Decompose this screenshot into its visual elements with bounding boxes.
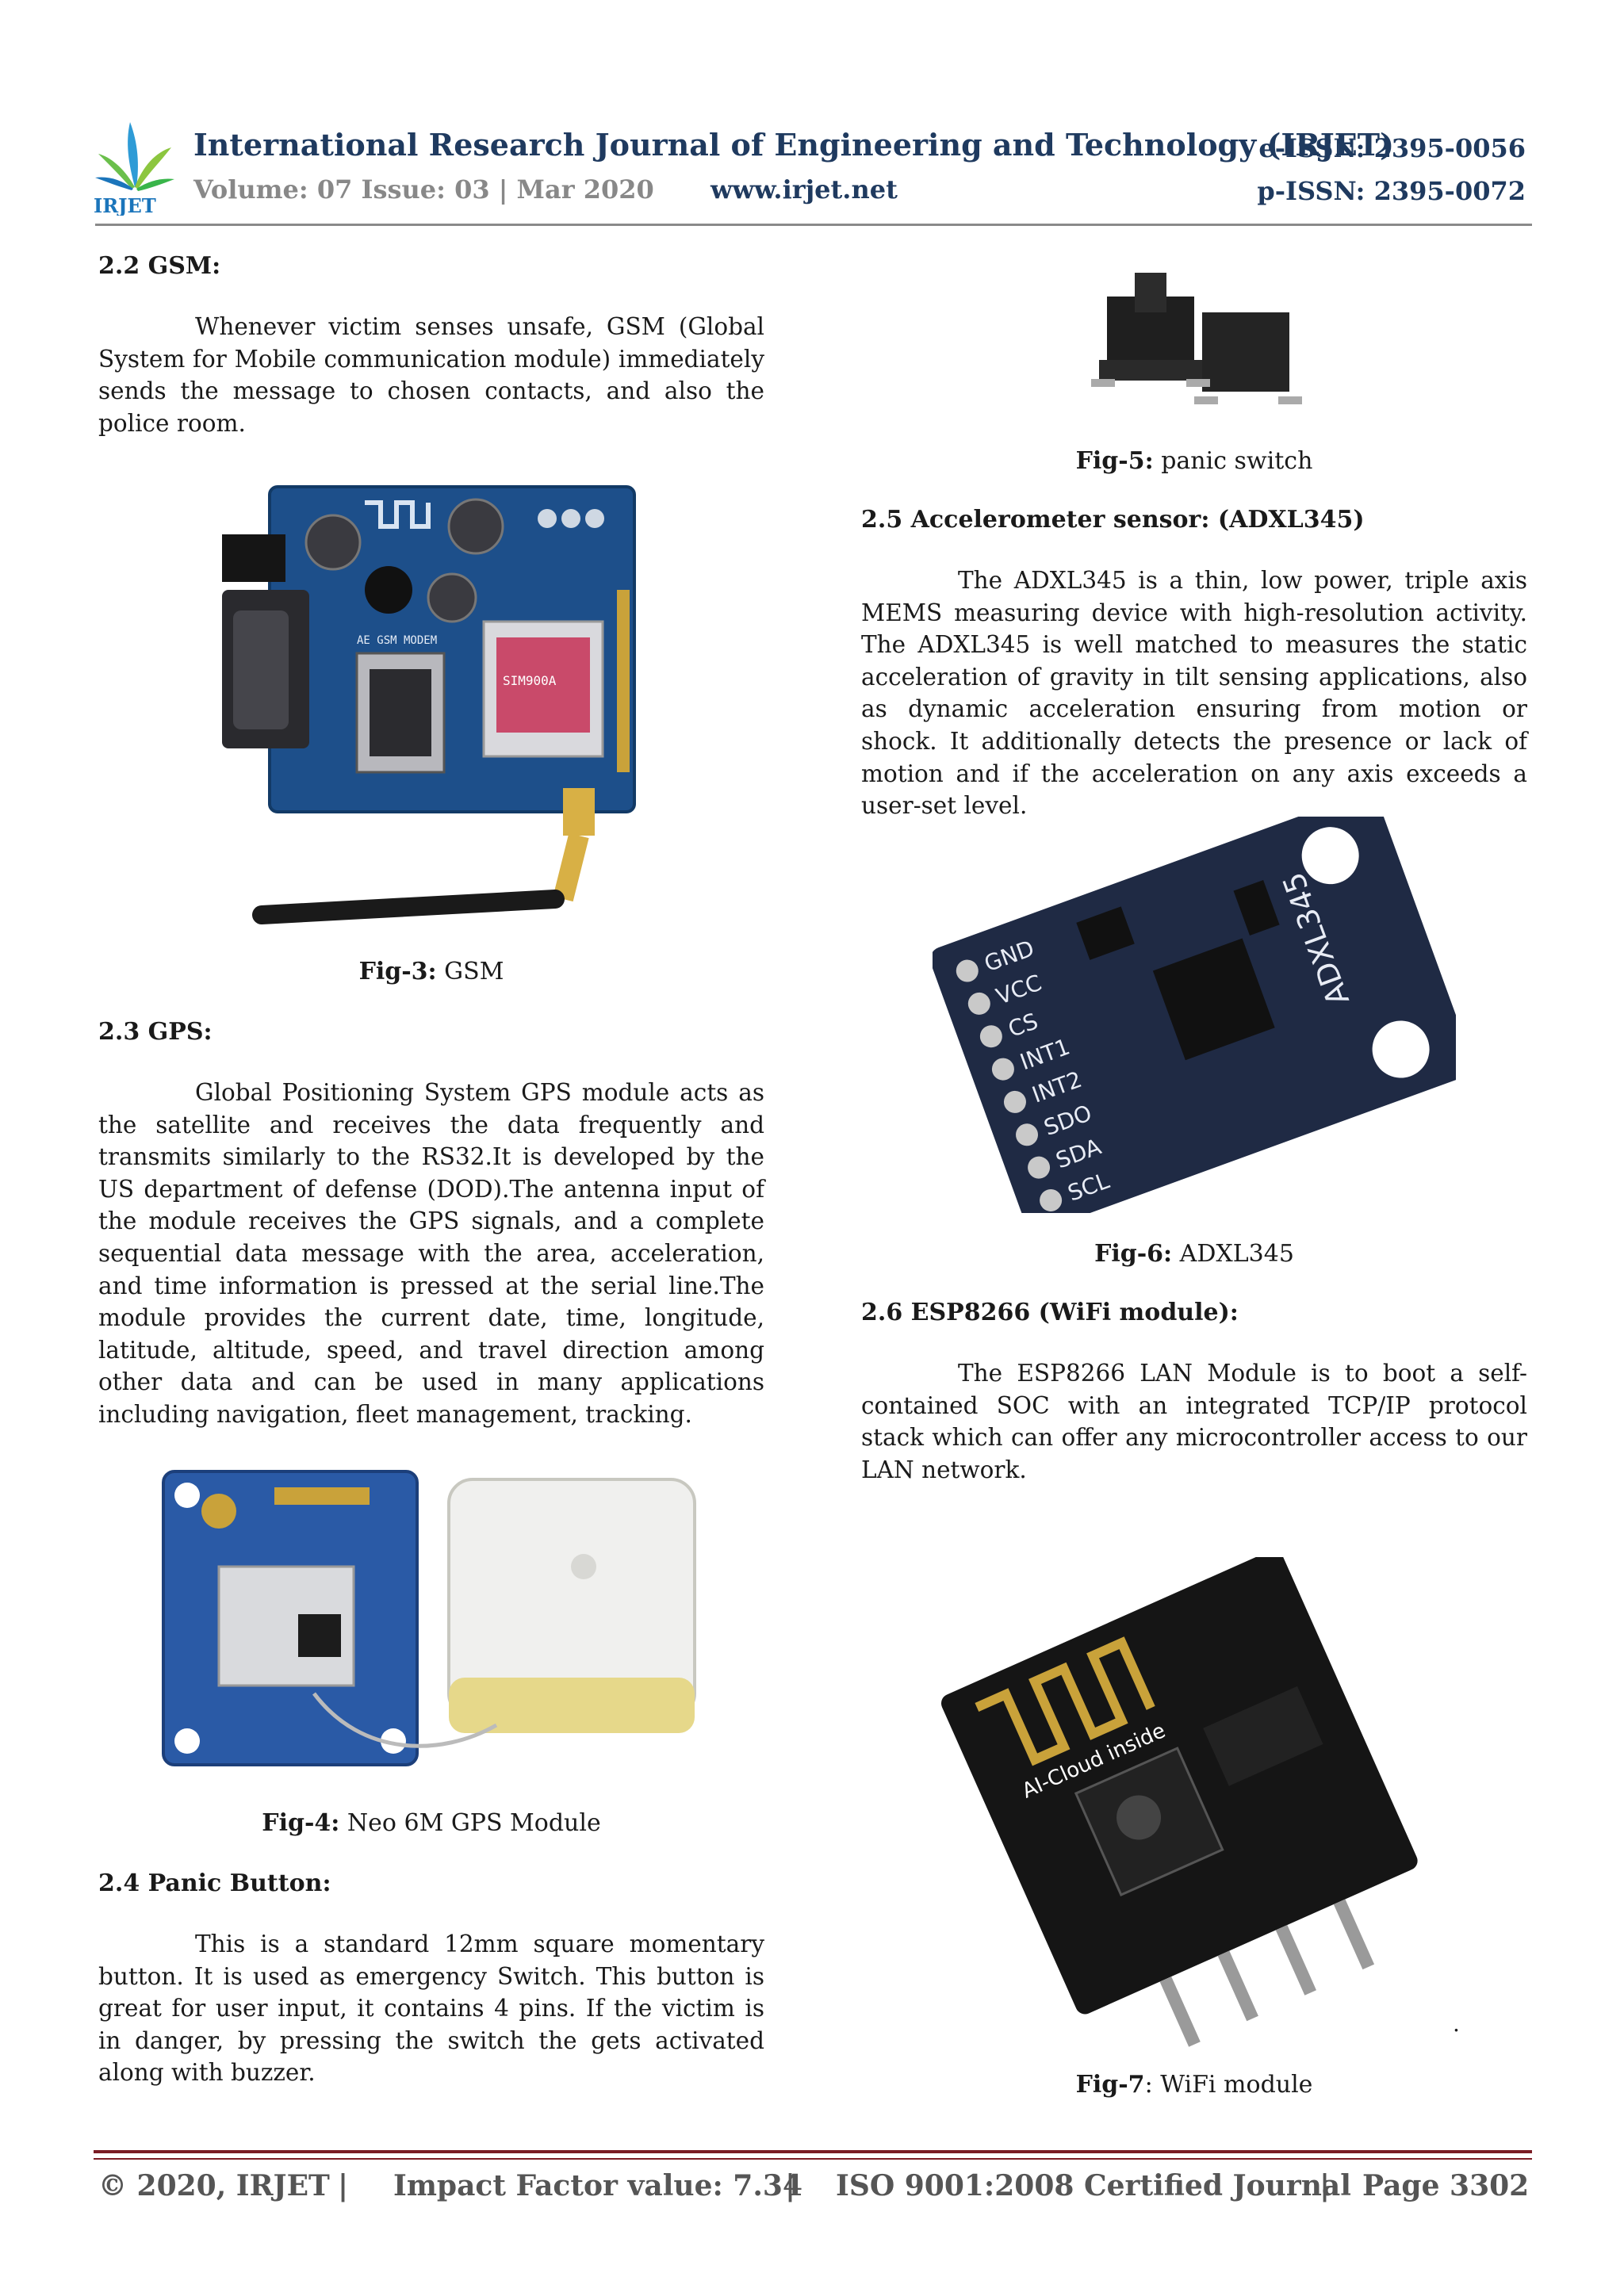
paragraph-gsm: Whenever victim senses unsafe, GSM (Glob… bbox=[98, 313, 764, 437]
footer-iso: ISO 9001:2008 Certified Journal bbox=[836, 2169, 1351, 2202]
paragraph-gps: Global Positioning System GPS module act… bbox=[98, 1079, 764, 1428]
figure-caption-text-gsm: GSM bbox=[436, 958, 504, 985]
irjet-leaf-icon bbox=[95, 122, 174, 191]
figure-caption-gsm: Fig-3: GSM bbox=[98, 958, 764, 985]
figure-caption-text-panic-switch: panic switch bbox=[1153, 447, 1313, 475]
logo-text: IRJET bbox=[94, 194, 156, 216]
header-divider bbox=[95, 224, 1532, 226]
figure-caption-panic-switch: Fig-5: panic switch bbox=[861, 447, 1527, 475]
section-heading-esp8266: 2.6 ESP8266 (WiFi module): bbox=[861, 1299, 1239, 1326]
figure-caption-text-esp8266: : WiFi module bbox=[1144, 2071, 1313, 2099]
section-heading-panic-button: 2.4 Panic Button: bbox=[98, 1869, 331, 1897]
volume-issue: Volume: 07 Issue: 03 | Mar 2020 bbox=[193, 174, 654, 205]
figure-caption-adxl345: Fig-6: ADXL345 bbox=[861, 1240, 1527, 1268]
paragraph-accelerometer: The ADXL345 is a thin, low power, triple… bbox=[861, 567, 1527, 820]
figure-caption-esp8266: Fig-7: WiFi module bbox=[861, 2071, 1527, 2099]
footer-separator: | bbox=[338, 2169, 349, 2202]
figure-gsm-image: SIM900A AE GSM MODEM bbox=[214, 471, 658, 931]
gsm-board-label: AE GSM MODEM bbox=[357, 634, 437, 647]
p-issn: p-ISSN: 2395-0072 bbox=[1257, 176, 1526, 206]
gsm-chip-label: SIM900A bbox=[503, 673, 557, 688]
figure-label-adxl345: Fig-6: bbox=[1094, 1240, 1173, 1268]
journal-website[interactable]: www.irjet.net bbox=[710, 174, 898, 205]
figure-gps-image bbox=[155, 1456, 710, 1789]
footer-divider-thin bbox=[94, 2158, 1532, 2160]
journal-title: International Research Journal of Engine… bbox=[193, 127, 1394, 163]
paragraph-esp8266: The ESP8266 LAN Module is to boot a self… bbox=[861, 1360, 1527, 1483]
adxl-pin-pad bbox=[956, 959, 979, 982]
figure-label-gsm: Fig-3: bbox=[358, 958, 437, 985]
figure-caption-text-adxl345: ADXL345 bbox=[1172, 1240, 1294, 1268]
section-heading-gps: 2.3 GPS: bbox=[98, 1018, 213, 1046]
stray-mark: . bbox=[1453, 2011, 1460, 2037]
paragraph-panic-button: This is a standard 12mm square momentary… bbox=[98, 1931, 764, 2087]
adxl-pin-pad bbox=[1028, 1156, 1051, 1179]
footer-impact-factor: Impact Factor value: 7.34 bbox=[393, 2169, 802, 2202]
irjet-logo: IRJET bbox=[94, 114, 176, 217]
figure-caption-text-gps: Neo 6M GPS Module bbox=[339, 1809, 601, 1837]
footer-separator: | bbox=[1320, 2169, 1331, 2202]
figure-label-esp8266: Fig-7 bbox=[1075, 2071, 1145, 2099]
adxl-pin-pad bbox=[1003, 1090, 1026, 1113]
adxl-pin-pad bbox=[967, 992, 990, 1015]
figure-caption-gps: Fig-4: Neo 6M GPS Module bbox=[98, 1809, 764, 1837]
adxl-pin-pad bbox=[1016, 1123, 1039, 1146]
section-heading-accelerometer: 2.5 Accelerometer sensor: (ADXL345) bbox=[861, 506, 1365, 534]
section-heading-gsm: 2.2 GSM: bbox=[98, 252, 221, 280]
footer-copyright: © 2020, IRJET bbox=[98, 2169, 330, 2202]
adxl-pin-pad bbox=[979, 1025, 1002, 1048]
figure-panic-switch-image bbox=[1091, 265, 1305, 415]
adxl-pin-pad bbox=[991, 1058, 1014, 1081]
footer-separator: | bbox=[785, 2169, 796, 2202]
figure-label-gps: Fig-4: bbox=[262, 1809, 340, 1837]
e-issn: e-ISSN: 2395-0056 bbox=[1258, 133, 1526, 163]
footer-divider-thick bbox=[94, 2150, 1532, 2153]
figure-label-panic-switch: Fig-5: bbox=[1075, 447, 1154, 475]
figure-esp8266-image: AI-Cloud inside bbox=[928, 1557, 1459, 2049]
footer-page-number: Page 3302 bbox=[1362, 2169, 1530, 2202]
page-footer: © 2020, IRJET | Impact Factor value: 7.3… bbox=[98, 2169, 1530, 2202]
adxl-pin-pad bbox=[1040, 1188, 1063, 1211]
